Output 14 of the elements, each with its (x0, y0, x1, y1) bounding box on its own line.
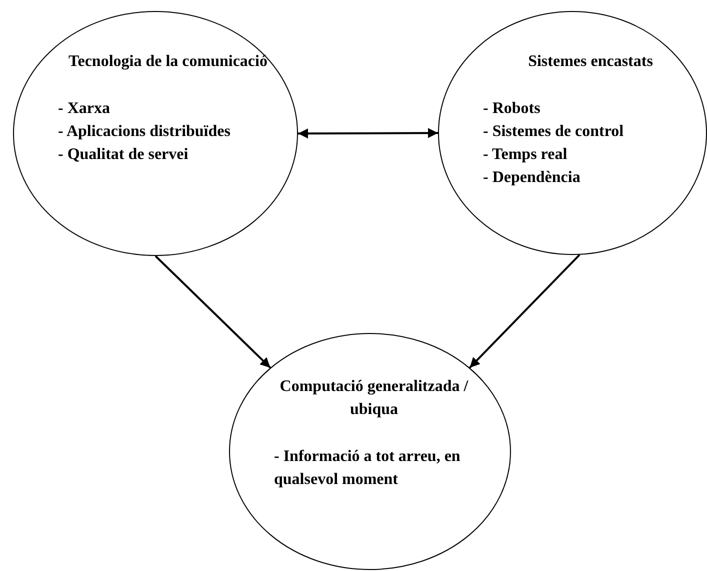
node-title: Sistemes encastats (527, 52, 654, 72)
arrow (154, 255, 271, 368)
list-item: - Xarxa (58, 99, 111, 119)
node-title: Computació generalitzada / ubiqua (278, 377, 470, 420)
arrow (468, 254, 580, 368)
list-item: - Sistemes de control (483, 122, 625, 142)
list-item: - Aplicacions distribuïdes (58, 122, 232, 142)
list-item: - Informació a tot arreu, en qualsevol moment (274, 447, 462, 490)
list-item: - Robots (483, 99, 542, 119)
list-item: - Dependència (483, 168, 582, 188)
arrow (298, 128, 438, 138)
list-item: - Temps real (483, 145, 568, 165)
node-title: Tecnologia de la comunicació (68, 52, 268, 72)
list-item: - Qualitat de servei (58, 145, 190, 165)
